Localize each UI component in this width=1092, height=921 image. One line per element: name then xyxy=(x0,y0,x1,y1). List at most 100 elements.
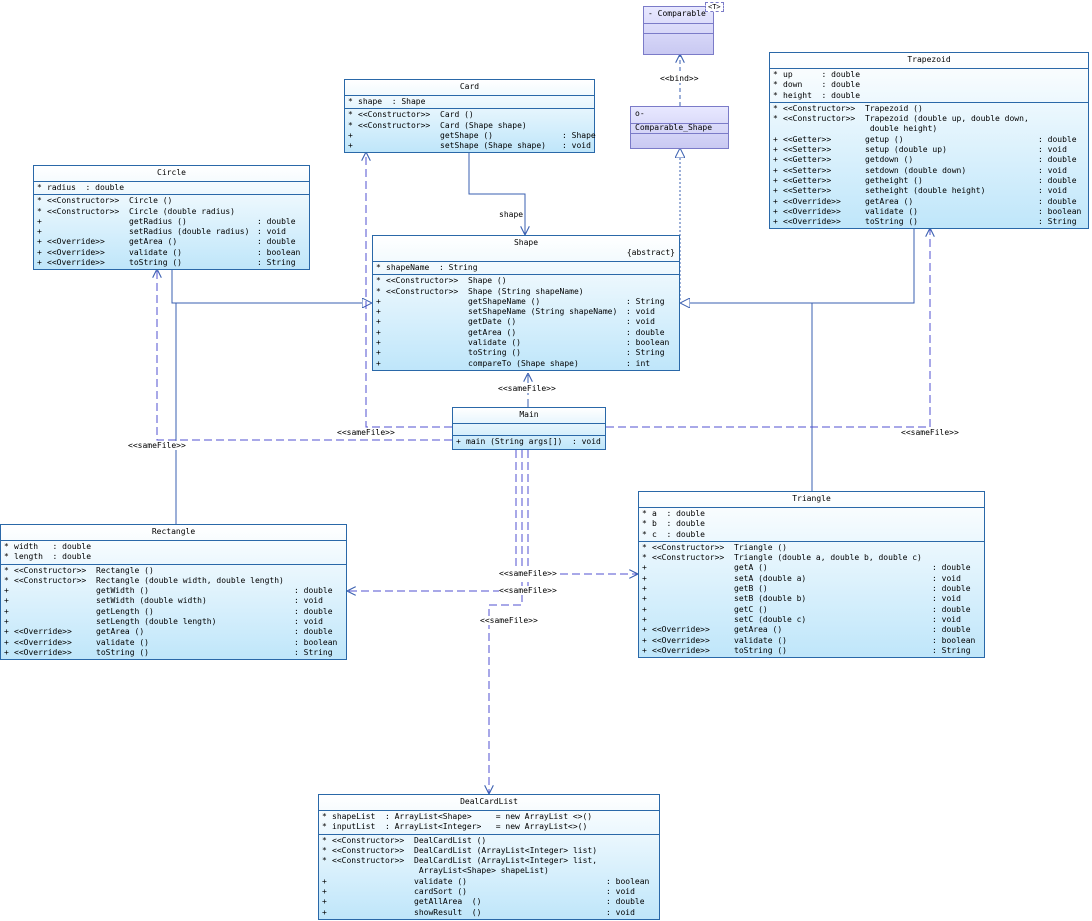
triangle-extends-shape xyxy=(680,303,813,491)
template-parameter: <T> xyxy=(705,2,724,12)
operations: +main (String args[]) : void xyxy=(453,436,605,448)
operation-row: +compareTo (Shape shape): int xyxy=(376,358,651,368)
class-trapezoid[interactable]: Trapezoid *up : double *down : double *h… xyxy=(769,52,1089,230)
attributes: *radius : double xyxy=(34,182,309,196)
operation-row: *<<Constructor>>DealCardList () xyxy=(322,835,487,845)
operation-row: +getShape (): Shape xyxy=(348,130,596,140)
shape-association-label: shape xyxy=(499,210,524,219)
attributes: *a : double *b : double *c : double xyxy=(639,508,984,542)
attribute-row: *shapeName : String xyxy=(376,263,478,272)
class-triangle[interactable]: Triangle *a : double *b : double *c : do… xyxy=(638,491,985,659)
operations: *<<Constructor>>Card () *<<Constructor>>… xyxy=(345,109,596,152)
comparable-shape-op-section xyxy=(631,134,728,143)
operation-row: +<<Override>>getArea (): double xyxy=(642,625,971,635)
operation-row: +<<Override>>validate (): boolean xyxy=(37,247,301,257)
operation-row: +<<Getter>>getheight (): double xyxy=(773,175,1077,185)
operation-row: *<<Constructor>>Rectangle () xyxy=(4,565,154,575)
operation-row: +setRadius (double radius): void xyxy=(37,227,286,237)
operation-row: *<<Constructor>>Circle () xyxy=(37,196,173,206)
operations: *<<Constructor>>Trapezoid () *<<Construc… xyxy=(770,103,1088,229)
class-main[interactable]: Main +main (String args[]) : void xyxy=(452,407,606,450)
attributes: *shapeName : String xyxy=(373,262,679,276)
operation-row: +setA (double a): void xyxy=(642,573,961,583)
operation-row: +<<Setter>>setdown (double down): void xyxy=(773,165,1067,175)
attributes: *up : double *down : double *height : do… xyxy=(770,69,1088,103)
operation-row: +setB (double b): void xyxy=(642,594,961,604)
attribute-row: *c : double xyxy=(642,529,705,539)
operation-row: +<<Override>>validate (): boolean xyxy=(642,635,976,645)
operations: *<<Constructor>>Shape () *<<Constructor>… xyxy=(373,275,679,370)
operation-row: +setShapeName (String shapeName): void xyxy=(376,307,655,317)
comparable-shape-interface[interactable]: o- Comparable_Shape xyxy=(630,106,729,149)
operations: *<<Constructor>>DealCardList () *<<Const… xyxy=(319,835,659,919)
class-circle[interactable]: Circle *radius : double *<<Constructor>>… xyxy=(33,165,310,271)
class-title: Main xyxy=(453,408,605,424)
samefile-label-card: <<sameFile>> xyxy=(337,428,395,437)
operation-row: +<<Override>>toString (): String xyxy=(773,217,1077,227)
class-rectangle[interactable]: Rectangle *width : double *length : doub… xyxy=(0,524,347,661)
operation-row: +getB (): double xyxy=(642,584,971,594)
attribute-row: *b : double xyxy=(642,519,705,529)
operation-row: *<<Constructor>>Circle (double radius) xyxy=(37,206,235,216)
class-title: DealCardList xyxy=(319,795,659,811)
operation-row: +getA (): double xyxy=(642,563,971,573)
operation-row: *<<Constructor>>Trapezoid () xyxy=(773,103,923,113)
operation-row: *<<Constructor>>Rectangle (double width,… xyxy=(4,575,284,585)
operations: *<<Constructor>>Rectangle () *<<Construc… xyxy=(1,565,346,660)
attribute-row: *up : double xyxy=(773,70,861,79)
class-dealcardlist[interactable]: DealCardList *shapeList : ArrayList<Shap… xyxy=(318,794,660,920)
operation-row: *<<Constructor>>Shape () xyxy=(376,276,507,286)
circle-extends-shape xyxy=(171,269,372,303)
samefile-label-shape: <<sameFile>> xyxy=(498,384,556,393)
operation-row: +main (String args[]) : void xyxy=(456,437,601,446)
attributes xyxy=(453,424,605,436)
operation-row: +<<Getter>>getup (): double xyxy=(773,134,1077,144)
main-samefile-trapezoid xyxy=(606,228,930,428)
samefile-label-trapezoid: <<sameFile>> xyxy=(901,428,959,437)
attribute-row: *width : double xyxy=(4,542,92,551)
samefile-label-circle: <<sameFile>> xyxy=(128,441,186,450)
class-title: Card xyxy=(345,80,594,96)
attribute-row: *shapeList : ArrayList<Shape> = new Arra… xyxy=(322,812,593,821)
operation-row: +getC (): double xyxy=(642,604,971,614)
operation-row: *<<Constructor>>Trapezoid (double up, do… xyxy=(773,114,1029,124)
attribute-row: *radius : double xyxy=(37,183,125,192)
operation-row: +<<Override>>getArea (): double xyxy=(37,237,296,247)
class-title: Rectangle xyxy=(1,525,346,541)
comparable-attr-section xyxy=(644,24,713,34)
comparable-shape-title: o- Comparable_Shape xyxy=(631,107,728,132)
main-samefile-card xyxy=(366,152,452,428)
operation-row: *<<Constructor>>Triangle () xyxy=(642,542,787,552)
class-title: Trapezoid xyxy=(770,53,1088,69)
bind-label: <<bind>> xyxy=(660,74,699,83)
card-shape-association xyxy=(468,152,525,235)
operation-row: *<<Constructor>>Shape (String shapeName) xyxy=(376,286,584,296)
operation-row: +setLength (double length): void xyxy=(4,617,323,627)
comparable-op-section xyxy=(644,34,713,43)
operations: *<<Constructor>>Circle () *<<Constructor… xyxy=(34,195,309,269)
samefile-label-rectangle: <<sameFile>> xyxy=(499,586,557,595)
operation-row: +validate (): boolean xyxy=(322,876,650,886)
operation-row: *<<Constructor>>Card () xyxy=(348,110,474,120)
comparable-interface[interactable]: - Comparable xyxy=(643,6,714,55)
operation-row: +<<Override>>toString (): String xyxy=(37,258,296,268)
attribute-row: *down : double xyxy=(773,80,861,90)
operation-row: *<<Constructor>>DealCardList (ArrayList<… xyxy=(322,845,598,855)
operation-row: +getRadius (): double xyxy=(37,216,296,226)
operation-row: +<<Setter>>setheight (double height): vo… xyxy=(773,186,1067,196)
operation-row: +<<Override>>validate (): boolean xyxy=(773,206,1082,216)
operation-row: +<<Override>>validate (): boolean xyxy=(4,637,338,647)
interface-icon: - xyxy=(648,9,653,18)
class-card[interactable]: Card *shape : Shape *<<Constructor>>Card… xyxy=(344,79,596,154)
operation-row: +getAllArea (): double xyxy=(322,897,645,907)
operations: *<<Constructor>>Triangle () *<<Construct… xyxy=(639,542,984,657)
operation-row: +getArea (): double xyxy=(376,327,665,337)
attributes: *shapeList : ArrayList<Shape> = new Arra… xyxy=(319,811,659,835)
operation-row: +<<Setter>>setup (double up): void xyxy=(773,145,1067,155)
main-samefile-circle xyxy=(157,269,452,441)
operation-row: +<<Override>>toString (): String xyxy=(4,647,333,657)
class-shape[interactable]: Shape {abstract} *shapeName : String *<<… xyxy=(372,235,680,371)
operation-row: +getWidth (): double xyxy=(4,586,333,596)
operation-row: *<<Constructor>>DealCardList (ArrayList<… xyxy=(322,856,598,866)
trapezoid-extends-shape xyxy=(812,228,915,304)
